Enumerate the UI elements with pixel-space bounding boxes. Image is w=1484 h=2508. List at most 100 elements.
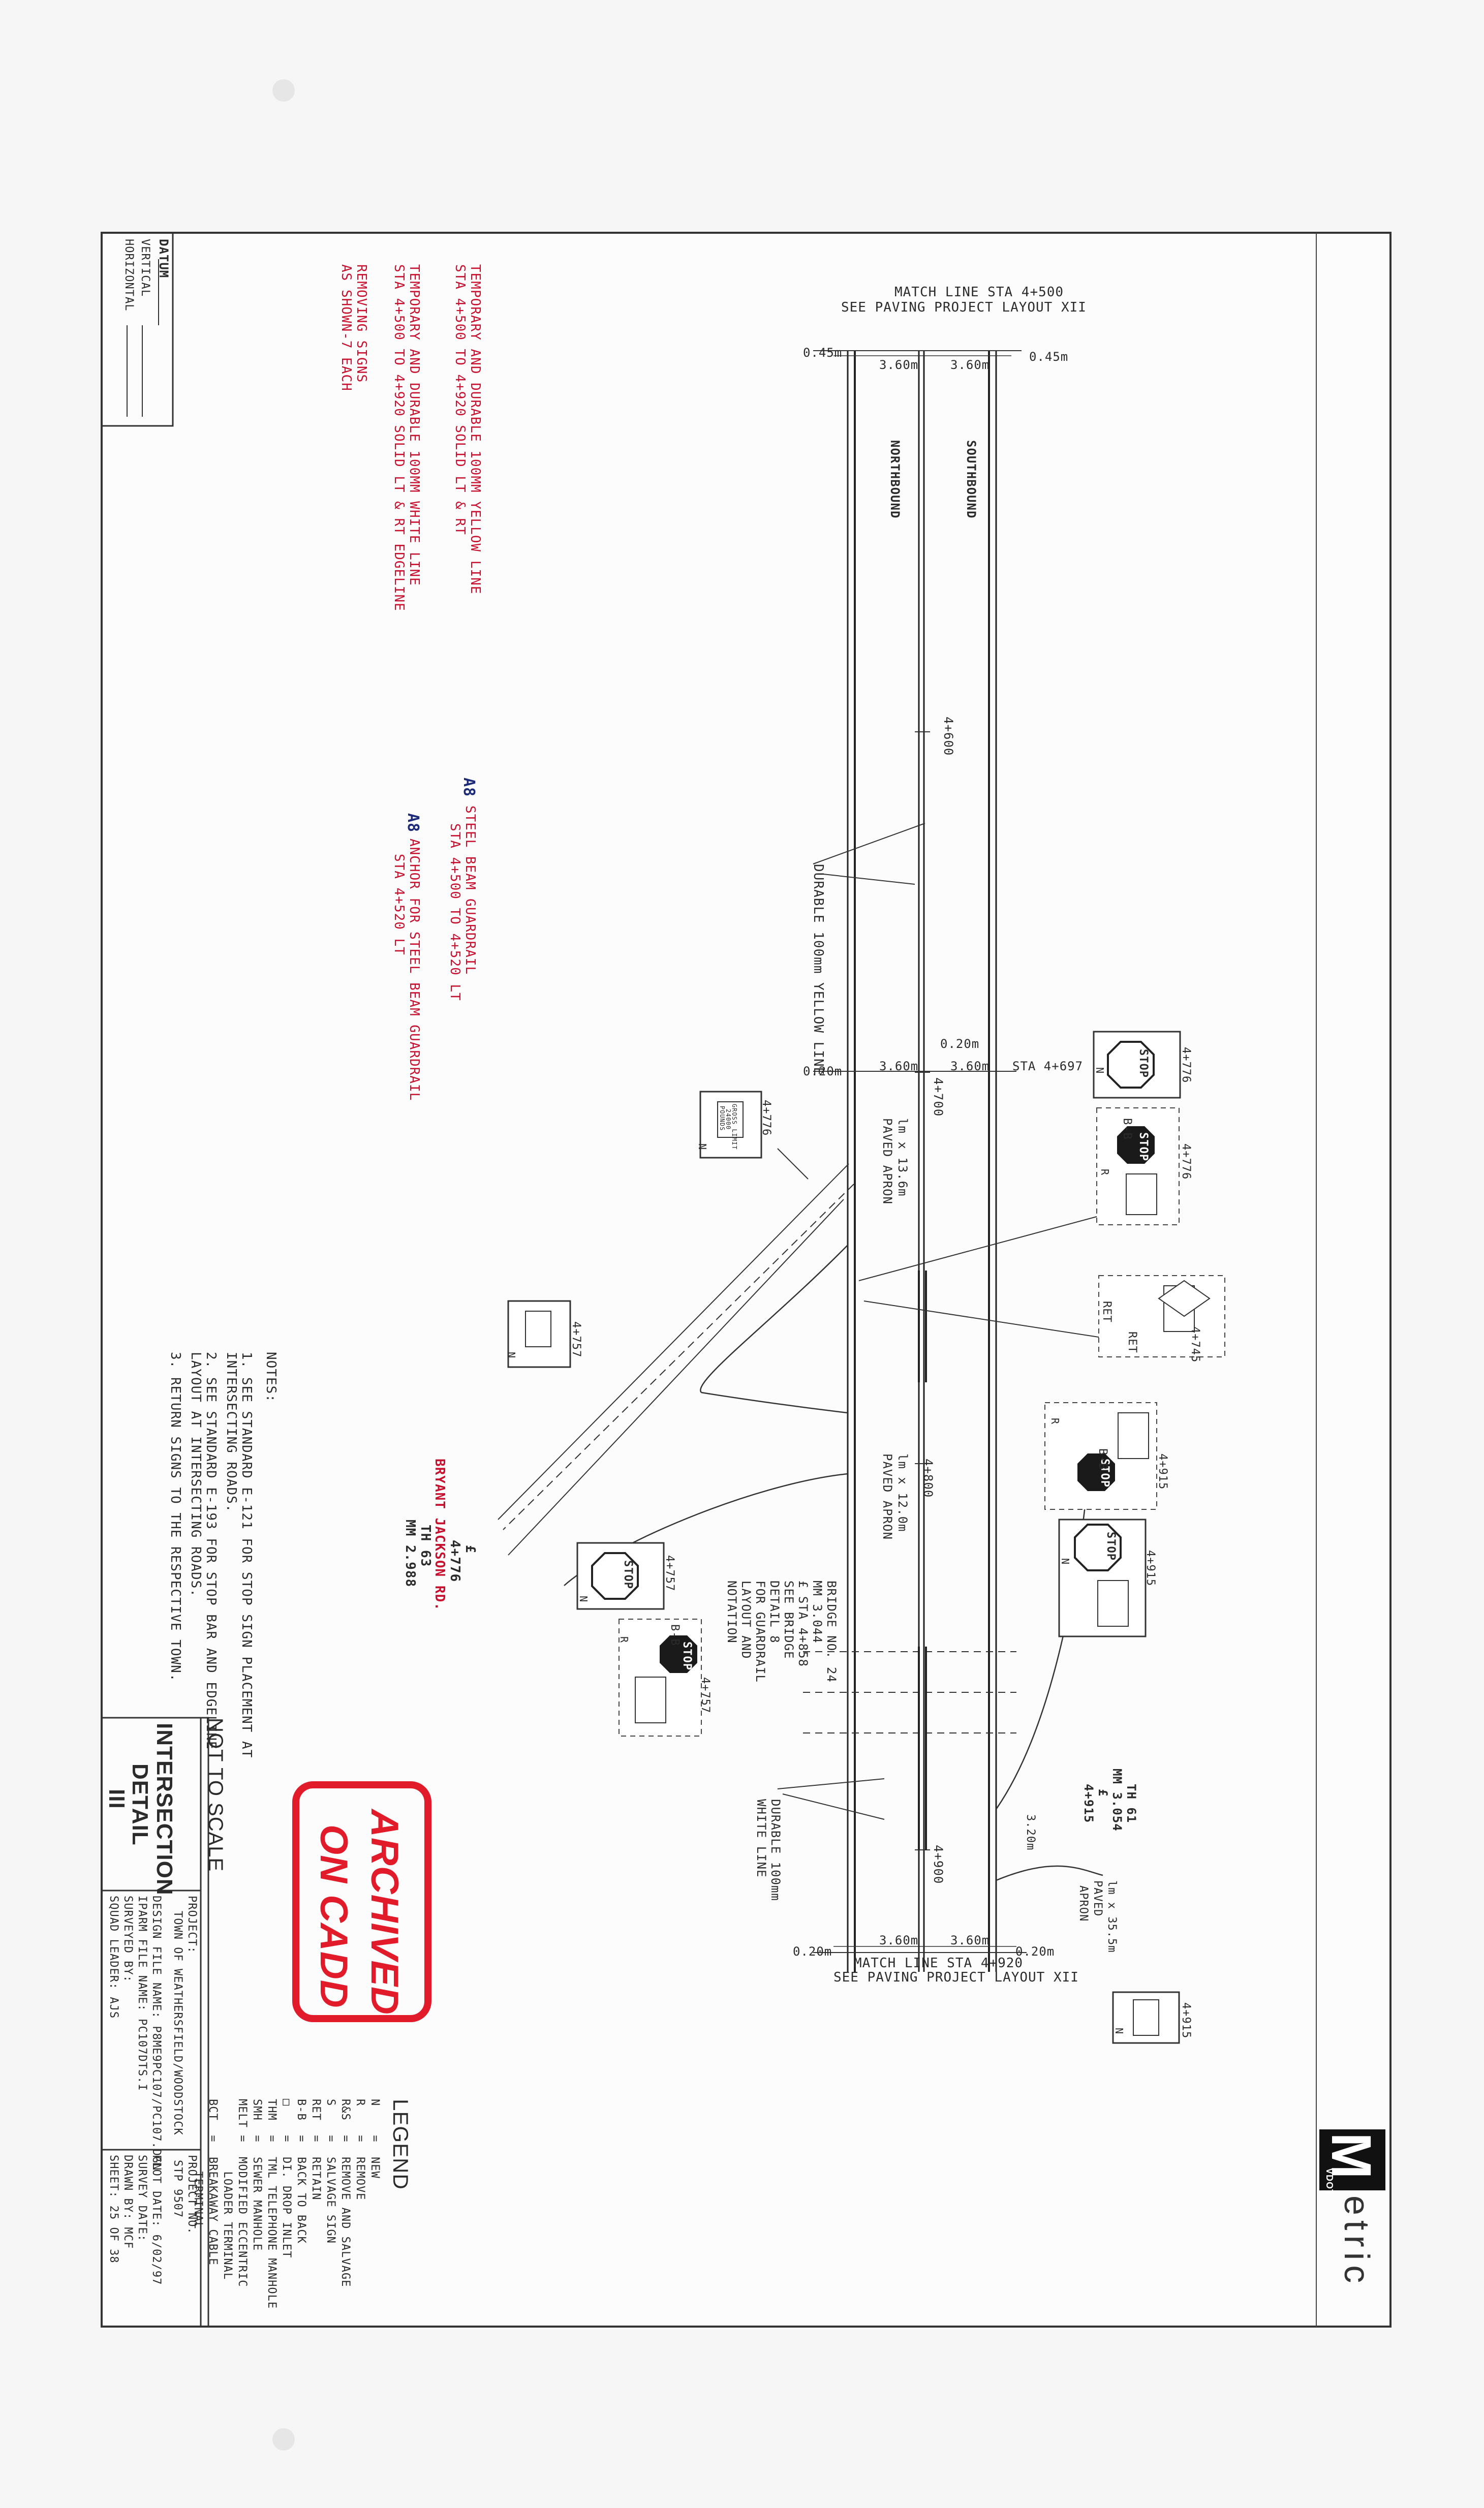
binder-hole-bottom [272, 2428, 295, 2451]
note-white-line-1: TEMPORARY AND DURABLE 100MM WHITE LINE [407, 264, 422, 586]
legend-item: S = SALVAGE SIGN [324, 2099, 337, 2244]
station-4900: 4+900 [931, 1845, 945, 1884]
note-1b: INTERSECTING ROADS. [224, 1352, 239, 1513]
not-to-scale: NOT TO SCALE [204, 1718, 227, 1872]
sign-4776-label-b: 4+776 [1180, 1143, 1192, 1180]
bridge-note-6: FOR GUARDRAIL [753, 1581, 767, 1683]
legend-item: B-B = BACK TO BACK [295, 2099, 307, 2244]
station-4600: 4+600 [941, 717, 955, 756]
n-label-4776: N [1094, 1067, 1106, 1074]
sign-frame-4745 [1098, 1275, 1225, 1357]
th61-cl: £ [1096, 1789, 1110, 1797]
th61-name: TH 61 [1124, 1784, 1138, 1823]
surveyed-by: SURVEYED BY: [121, 1896, 134, 1983]
anchor-note-1: ANCHOR FOR STEEL BEAM GUARDRAIL [407, 839, 422, 1101]
shoulder-bottom-right: 0.20m [1015, 1944, 1055, 1959]
note-3: 3. RETURN SIGNS TO THE RESPECTIVE TOWN. [168, 1352, 183, 1682]
bridge-note-4: SEE BRIDGE [782, 1581, 796, 1659]
note-2b: LAYOUT AT INTERSECTING ROADS. [188, 1352, 203, 1597]
metric-logo-block [1319, 2129, 1385, 2190]
legend-item: TERMINAL [192, 2099, 204, 2230]
lane-width-top-1: 3.60m [879, 358, 919, 372]
road-name-th63: TH 63 [418, 1525, 433, 1567]
match-line-top-1: MATCH LINE STA 4+500 [894, 285, 1064, 300]
apron-2-label: PAVED APRON [880, 1453, 894, 1540]
note-yellow-line-2: STA 4+500 TO 4+920 SOLID LT & RT [452, 264, 468, 535]
datum-horizontal: HORIZONTAL [122, 239, 135, 312]
notes-title: NOTES: [263, 1352, 279, 1403]
legend-item: R = REMOVE [354, 2099, 366, 2201]
plot-date: PLOT DATE: 6/02/97 [150, 2155, 163, 2285]
drawn-by: DRAWN BY: MCF [121, 2155, 134, 2249]
roadway [847, 351, 997, 1972]
datum-vertical: VERTICAL [139, 239, 151, 297]
sign-4745-label: 4+745 [1189, 1326, 1201, 1363]
squad-leader: SQUAD LEADER: AJS [107, 1896, 120, 2019]
legend-item: R&S = REMOVE AND SALVAGE [339, 2099, 352, 2287]
yellow-line-label: DURABLE 100mm YELLOW LINE [811, 864, 826, 1076]
archived-stamp-line2: ON CADD [312, 1824, 355, 2008]
guardrail-tag: A8 [460, 778, 478, 797]
shoulder-mid-top: 0.20m [940, 1037, 980, 1051]
plan-file: IPARM FILE NAME: PC107DTS.I [136, 1896, 148, 2091]
legend-item: RET = RETAIN [310, 2099, 322, 2201]
sign-4757-label-b: 4+757 [663, 1555, 676, 1592]
stop-sign-text-4915: STOP [1104, 1532, 1117, 1561]
datum-box [101, 232, 174, 427]
metric-logo-badge: VDOT [1324, 2168, 1335, 2196]
stop-sign-text-4757-bb: STOP [681, 1642, 693, 1670]
title-line-2: DETAIL [128, 1763, 152, 1846]
weight-sign-text-1: GROSS LIMIT [731, 1104, 738, 1150]
road-name-sta: 4+776 [447, 1540, 462, 1583]
anchor-tag: A8 [404, 813, 422, 833]
metric-logo-word: etric [1337, 2195, 1377, 2288]
white-line-label-1: DURABLE 100mm [768, 1799, 783, 1901]
title-line-3: III [104, 1789, 129, 1809]
project-name: TOWN OF WEATHERSFIELD/WOODSTOCK [171, 1911, 184, 2135]
sign-4915-label-c: 4+915 [1180, 2002, 1192, 2039]
sign-4776-label-a: 4+776 [1180, 1047, 1192, 1083]
legend-item: THM = TML TELEPHONE MANHOLE [265, 2099, 278, 2309]
bridge-section [803, 1651, 1016, 1733]
road-name-mm: MM 2.988 [403, 1520, 418, 1588]
ret-label-2: RET [1126, 1332, 1138, 1353]
match-line-bottom-1: MATCH LINE STA 4+920 [854, 1956, 1024, 1971]
lane-width-bottom-1: 3.60m [879, 1933, 919, 1947]
legend-item: □ = DI. DROP INLET [280, 2099, 293, 2258]
stop-sign-text-4776: STOP [1137, 1049, 1150, 1078]
sign-4915-label-b: 4+915 [1144, 1550, 1157, 1587]
bridge-note-5: DETAIL 8 [767, 1581, 782, 1644]
bridge-note-8: NOTATION [725, 1581, 739, 1644]
note-yellow-line-1: TEMPORARY AND DURABLE 100MM YELLOW LINE [468, 264, 483, 595]
legend-item: MELT = MODIFIED ECCENTRIC [236, 2099, 249, 2287]
ret-label-1: RET [1100, 1301, 1113, 1323]
bb-label-4757: B-B [668, 1624, 681, 1646]
apron-3-size: lm x 35.5m [1105, 1880, 1118, 1953]
note-1a: 1. SEE STANDARD E-121 FOR STOP SIGN PLAC… [239, 1352, 254, 1758]
r-label-4915: R [1049, 1418, 1061, 1425]
bridge-note-2: MM 3.044 [810, 1581, 824, 1644]
n-label-4915: N [1059, 1558, 1071, 1565]
northbound-label: NORTHBOUND [888, 440, 902, 519]
th61-sta: 4+915 [1081, 1784, 1096, 1823]
sign-4757-label-a: 4+757 [570, 1321, 582, 1358]
apron-1-size: lm x 13.6m [895, 1118, 910, 1197]
note-white-line-2: STA 4+500 TO 4+920 SOLID LT & RT EDGELIN… [391, 264, 407, 611]
white-line-label-2: WHITE LINE [754, 1799, 768, 1878]
lane-width-mid-1: 3.60m [879, 1059, 919, 1073]
lane-width-mid-2: 3.60m [950, 1059, 990, 1073]
road-name-bryant: BRYANT JACKSON RD. [432, 1459, 447, 1611]
legend-title: LEGEND [389, 2099, 413, 2190]
title-line-1: INTERSECTION [152, 1723, 177, 1896]
bridge-note-3: £ STA 4+858 [796, 1581, 810, 1667]
n-label-4915-weight: N [1113, 2028, 1125, 2035]
bb-label-4776: B-B [1121, 1118, 1133, 1140]
apron-3-label-2: APRON [1077, 1885, 1090, 1922]
stop-sign-text-4776-bb: STOP [1137, 1132, 1150, 1161]
lane-width-bottom-2: 3.60m [950, 1933, 990, 1947]
apron-2-size: lm x 12.0m [895, 1453, 910, 1532]
design-file: DESIGN FILE NAME: P8ME9PC107/PC107.DGN [150, 1896, 163, 2171]
sign-4776-label-c: 4+776 [760, 1100, 772, 1136]
shoulder-right-top: 0.45m [1029, 350, 1069, 364]
project-label: PROJECT: [186, 1896, 198, 1954]
